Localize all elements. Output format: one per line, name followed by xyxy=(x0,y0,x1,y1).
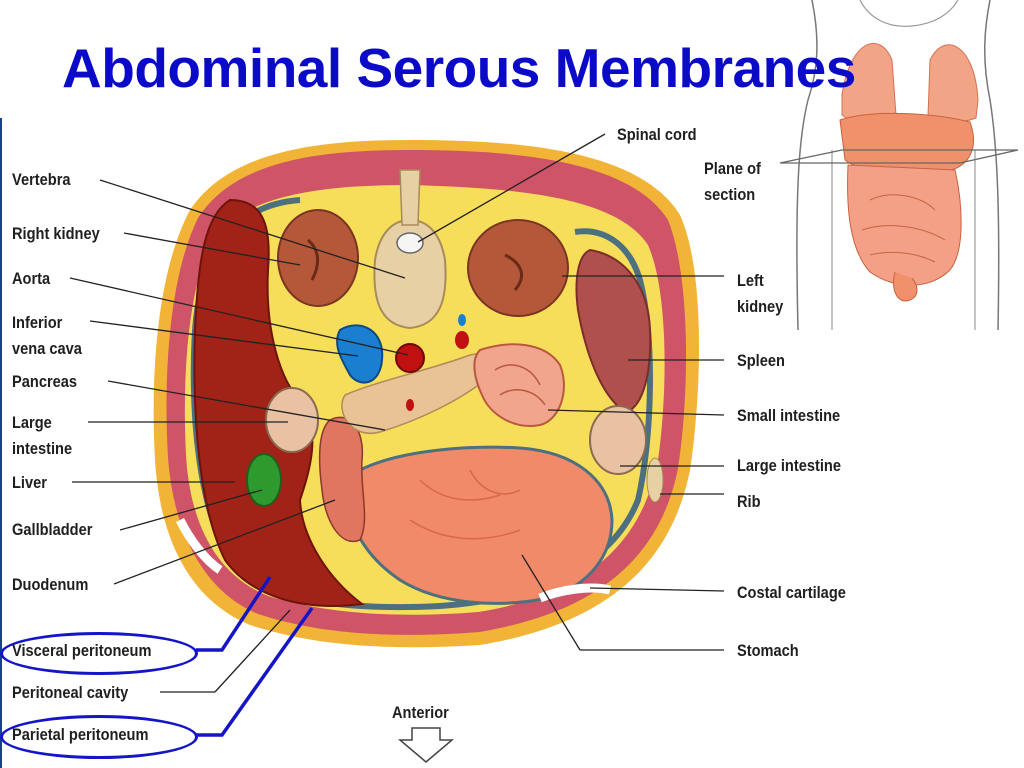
label-rib: Rib xyxy=(737,492,761,511)
slide-left-border xyxy=(0,118,2,768)
slide-title: Abdominal Serous Membranes xyxy=(62,37,856,99)
label-anterior: Anterior xyxy=(392,703,449,722)
label-plane-of-section-1: Plane of xyxy=(704,159,761,178)
duodenum-shape xyxy=(318,416,366,543)
label-small-intestine: Small intestine xyxy=(737,406,841,425)
visceral-peritoneum-highlight xyxy=(0,632,198,675)
leader-lines-right xyxy=(417,133,725,651)
label-large-intestine-left-1: Large xyxy=(12,413,52,432)
torso-inset xyxy=(779,0,1019,331)
label-visceral-peritoneum: Visceral peritoneum xyxy=(12,641,152,660)
vertebra-shape xyxy=(373,218,447,330)
label-aorta: Aorta xyxy=(12,269,51,288)
label-right-kidney: Right kidney xyxy=(12,224,100,243)
label-vertebra: Vertebra xyxy=(12,170,71,189)
gallbladder-shape xyxy=(246,453,282,507)
left-kidney-shape xyxy=(467,219,569,317)
small-intestine-shape xyxy=(473,343,565,427)
label-large-intestine-left-2: intestine xyxy=(12,439,73,458)
large-intestine-right-side xyxy=(265,387,319,453)
label-gallbladder: Gallbladder xyxy=(12,520,93,539)
label-peritoneal-cavity: Peritoneal cavity xyxy=(12,683,129,702)
label-inferior-vena-cava-1: Inferior xyxy=(12,313,63,332)
leader-lines xyxy=(69,179,409,693)
label-plane-of-section-2: section xyxy=(704,185,756,204)
label-left-kidney-2: kidney xyxy=(737,297,784,316)
label-pancreas: Pancreas xyxy=(12,372,78,391)
label-costal-cartilage: Costal cartilage xyxy=(737,583,846,602)
aorta-shape xyxy=(395,343,425,373)
label-duodenum: Duodenum xyxy=(12,575,89,594)
label-parietal-peritoneum: Parietal peritoneum xyxy=(12,725,149,744)
cross-section-diagram xyxy=(153,140,700,648)
label-stomach: Stomach xyxy=(737,641,799,660)
spinal-cord-shape xyxy=(396,232,424,254)
label-left-kidney-1: Left xyxy=(737,271,764,290)
ivc-shape xyxy=(336,324,384,384)
parietal-peritoneum-highlight xyxy=(0,715,198,759)
label-liver: Liver xyxy=(12,473,47,492)
highlight-lines xyxy=(196,576,314,737)
label-spinal-cord: Spinal cord xyxy=(617,125,697,144)
label-inferior-vena-cava-2: vena cava xyxy=(12,339,82,358)
label-spleen: Spleen xyxy=(737,351,785,370)
label-large-intestine-right: Large intestine xyxy=(737,456,841,475)
large-intestine-left-side xyxy=(589,405,647,475)
anterior-arrow xyxy=(397,727,455,763)
